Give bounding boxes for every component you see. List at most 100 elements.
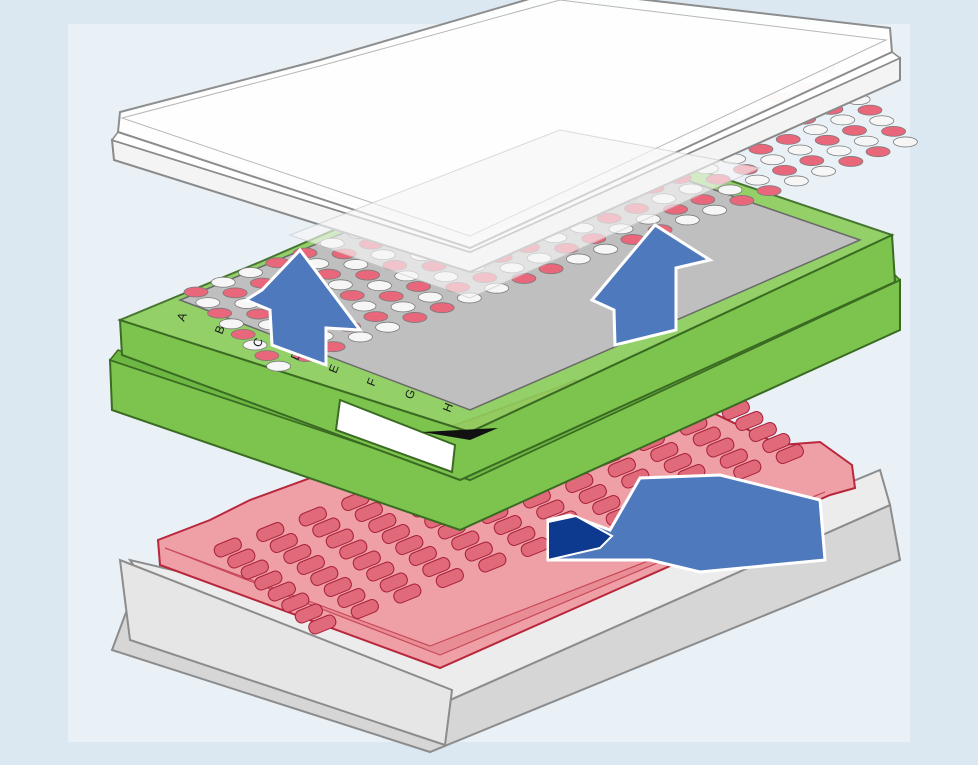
plate-well: [210, 276, 236, 288]
adapter-well: [395, 535, 424, 555]
plate-well: [351, 300, 377, 312]
adapter-well: [366, 561, 395, 582]
adapter-well: [451, 530, 480, 551]
plate-well: [266, 360, 292, 372]
plate-well: [744, 174, 770, 186]
adapter-well: [706, 437, 735, 458]
plate-well: [783, 175, 809, 187]
adapter-well: [213, 537, 242, 558]
plate-well: [702, 204, 727, 216]
plate-well: [195, 297, 221, 309]
plate-well: [218, 318, 244, 330]
adapter-well: [379, 572, 408, 593]
notch: [422, 428, 498, 440]
plate-well: [406, 281, 431, 292]
plate-well: [853, 135, 879, 147]
adapter-well: [748, 422, 777, 442]
plate-label: [334, 398, 457, 474]
plate-well: [242, 339, 268, 351]
adapter-well: [298, 506, 327, 527]
adapter-well: [381, 524, 410, 544]
adapter-well: [254, 570, 283, 591]
plate-well: [246, 308, 272, 320]
adapter-well: [352, 550, 381, 571]
plate-well: [811, 165, 836, 177]
plate-well: [748, 143, 774, 155]
plate-well: [881, 125, 906, 137]
plate-well: [339, 289, 365, 301]
arrow-lift-left: [242, 247, 364, 368]
plate-well: [222, 287, 248, 299]
adapter-well: [578, 484, 607, 504]
adapter-well: [650, 442, 679, 462]
plate-well: [417, 291, 443, 303]
adapter-well: [592, 495, 621, 515]
adapter-well: [493, 515, 522, 535]
adapter-well: [368, 513, 397, 533]
adapter-well: [762, 433, 791, 453]
plate-well: [787, 144, 813, 156]
adapter-well: [507, 526, 536, 546]
plate-well: [327, 279, 353, 291]
adapter-well: [281, 592, 310, 613]
base-tray: [110, 468, 902, 754]
adapter-well: [337, 588, 366, 608]
plate-well: [729, 195, 755, 206]
plate-well: [355, 269, 381, 281]
plate-well: [254, 350, 280, 362]
plate-well: [772, 164, 797, 176]
plate-well: [378, 290, 404, 302]
adapter-well: [312, 517, 341, 538]
plate-well: [814, 134, 840, 146]
plate-well: [842, 125, 867, 136]
plate-well: [830, 114, 856, 126]
arrow-slide-out: [546, 473, 827, 574]
adapter-well: [296, 555, 325, 575]
plate-well: [869, 115, 895, 127]
adapter-well: [256, 522, 285, 542]
adapter-well: [607, 457, 636, 478]
adapter-well: [464, 541, 493, 562]
plate-well: [756, 185, 782, 197]
plate-well: [593, 243, 618, 255]
adapter-well: [323, 577, 352, 597]
adapter-well: [227, 548, 256, 569]
plate-well: [207, 307, 233, 319]
plate-well: [402, 312, 428, 323]
adapter-well: [310, 566, 339, 586]
adapter-well: [663, 453, 692, 473]
plate-well: [390, 301, 416, 313]
adapter-well: [267, 581, 296, 602]
adapter-well: [393, 583, 422, 604]
plate-well: [760, 154, 786, 166]
adapter-well: [350, 599, 379, 619]
plate-well: [674, 214, 700, 226]
plate-well: [183, 286, 209, 298]
adapter-well: [240, 559, 269, 580]
plate-well: [363, 311, 389, 323]
plate-well: [838, 156, 864, 167]
adapter-well: [294, 603, 323, 624]
adapter-well: [308, 614, 337, 635]
plate-well: [799, 155, 825, 167]
plate-lid: [110, 0, 902, 299]
adapter-well: [339, 539, 368, 560]
adapter-well: [354, 502, 383, 522]
adapter-well: [719, 448, 748, 469]
adapter-well: [735, 411, 764, 431]
adapter-well: [422, 557, 451, 577]
adapter-well: [435, 568, 464, 588]
adapter-well: [269, 533, 298, 553]
plate-well: [826, 145, 852, 157]
plate-well: [803, 124, 828, 136]
adapter-well: [408, 546, 437, 566]
adapter-well: [283, 544, 312, 564]
adapter-well: [478, 552, 507, 573]
plate-well: [429, 302, 455, 314]
plate-well: [230, 328, 256, 340]
plate-well: [565, 253, 591, 265]
adapter-well: [692, 426, 721, 447]
plate-well: [865, 146, 891, 158]
adapter-well: [775, 444, 804, 464]
